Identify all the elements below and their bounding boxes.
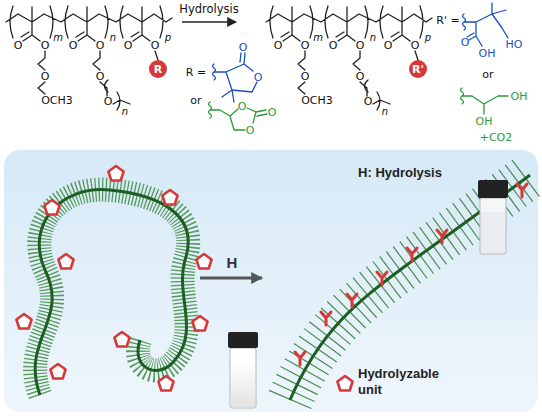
atom-label: O: [246, 125, 255, 136]
atom-label: O: [301, 71, 310, 82]
arrow-label: Hydrolysis: [179, 4, 238, 16]
subscript: p: [165, 33, 171, 43]
subscript: p: [425, 33, 431, 43]
vial-glass: [480, 198, 506, 254]
hydrolyzed-unit: [407, 248, 417, 261]
hydrolyzed-units: [295, 184, 527, 365]
polymer-structure: [6, 6, 172, 110]
extended-brush-backbone: [290, 175, 530, 400]
vial-cap: [478, 180, 508, 198]
atom-label: O: [411, 40, 420, 51]
group-symbol: R: [154, 64, 162, 75]
atom-label: OH: [479, 48, 496, 59]
subscript: m: [313, 33, 323, 43]
atom-label: O: [151, 40, 160, 51]
atom-label: O: [124, 40, 133, 51]
atom-label: OH: [476, 116, 493, 127]
atom-label: O: [274, 40, 283, 51]
definition-label: R' =: [436, 15, 459, 26]
hydrolyzed-unit: [437, 230, 447, 243]
coiled-brush-backbone: [35, 190, 188, 395]
pentagon-unit: [192, 316, 207, 331]
polymer-structure: [266, 6, 432, 110]
hydrolyzed-unit: [517, 184, 527, 197]
atom-label: OH: [511, 91, 528, 102]
subscript: n: [370, 33, 376, 43]
connector-word: or: [190, 95, 201, 106]
atom-label: O: [356, 40, 365, 51]
atom-label: O: [461, 37, 470, 48]
atom-label: O: [14, 40, 23, 51]
vial-glass: [230, 348, 256, 408]
atom-label: O: [96, 40, 105, 51]
atom-label: O: [41, 71, 50, 82]
pentagon-unit: [108, 166, 123, 181]
extended-brush-bristles: [290, 175, 530, 400]
hydrolyzable-pentagons: [16, 166, 211, 391]
legend-text: Hydrolyzable unit: [358, 366, 454, 399]
hydrolyzed-unit: [295, 352, 305, 365]
key-label: H: Hydrolysis: [358, 165, 442, 180]
scheme-panel: [4, 150, 538, 412]
pentagon-unit: [44, 200, 59, 215]
lactone-structure: [213, 53, 258, 102]
definition-label: R =: [186, 67, 206, 78]
atom-label: O: [384, 40, 393, 51]
diol-structure: [461, 88, 509, 114]
atom-label: O: [69, 40, 78, 51]
clear-vial: [478, 180, 508, 254]
arrow-label: H: [227, 254, 238, 271]
hydrolyzed-unit: [347, 294, 357, 307]
byproduct-label: +CO2: [480, 132, 513, 143]
atom-label: O: [239, 42, 248, 53]
subscript: m: [53, 33, 63, 43]
pentagon-unit: [16, 314, 31, 329]
end-group: OCH3: [41, 95, 73, 106]
atom-label: O: [364, 96, 373, 107]
pentagon-unit: [158, 376, 173, 391]
end-group: OCH3: [301, 95, 333, 106]
atom-label: HO: [506, 39, 523, 50]
cloudy-vial: [228, 332, 258, 408]
atom-label: O: [41, 40, 50, 51]
pentagon-unit: [50, 364, 65, 379]
vial-cap: [228, 332, 258, 348]
atom-label: O: [104, 96, 113, 107]
transition-arrow: [200, 277, 262, 280]
pentagon-unit: [162, 190, 177, 205]
atom-label: O: [301, 40, 310, 51]
pentagon-unit: [114, 332, 129, 347]
subscript: n: [110, 33, 116, 43]
group-symbol: R': [412, 64, 424, 75]
coiled-brush-bristles: [35, 190, 188, 395]
hydrolyzed-unit: [377, 272, 387, 285]
atom-label: O: [329, 40, 338, 51]
pentagon-unit: [196, 254, 211, 269]
atom-label: O: [356, 71, 365, 82]
vial-liquid: [231, 362, 255, 407]
atom-label: O: [254, 72, 263, 83]
atom-label: O: [238, 101, 247, 112]
hydrolyzed-unit: [321, 312, 331, 325]
vial-liquid: [481, 212, 505, 253]
legend-pentagon: [337, 376, 352, 391]
subscript: n: [122, 107, 128, 117]
atom-label: O: [96, 71, 105, 82]
connector-word: or: [482, 69, 493, 80]
atom-label: O: [268, 107, 277, 118]
subscript: n: [382, 107, 388, 117]
pentagon-unit: [58, 254, 73, 269]
reaction-arrow: [182, 21, 236, 22]
